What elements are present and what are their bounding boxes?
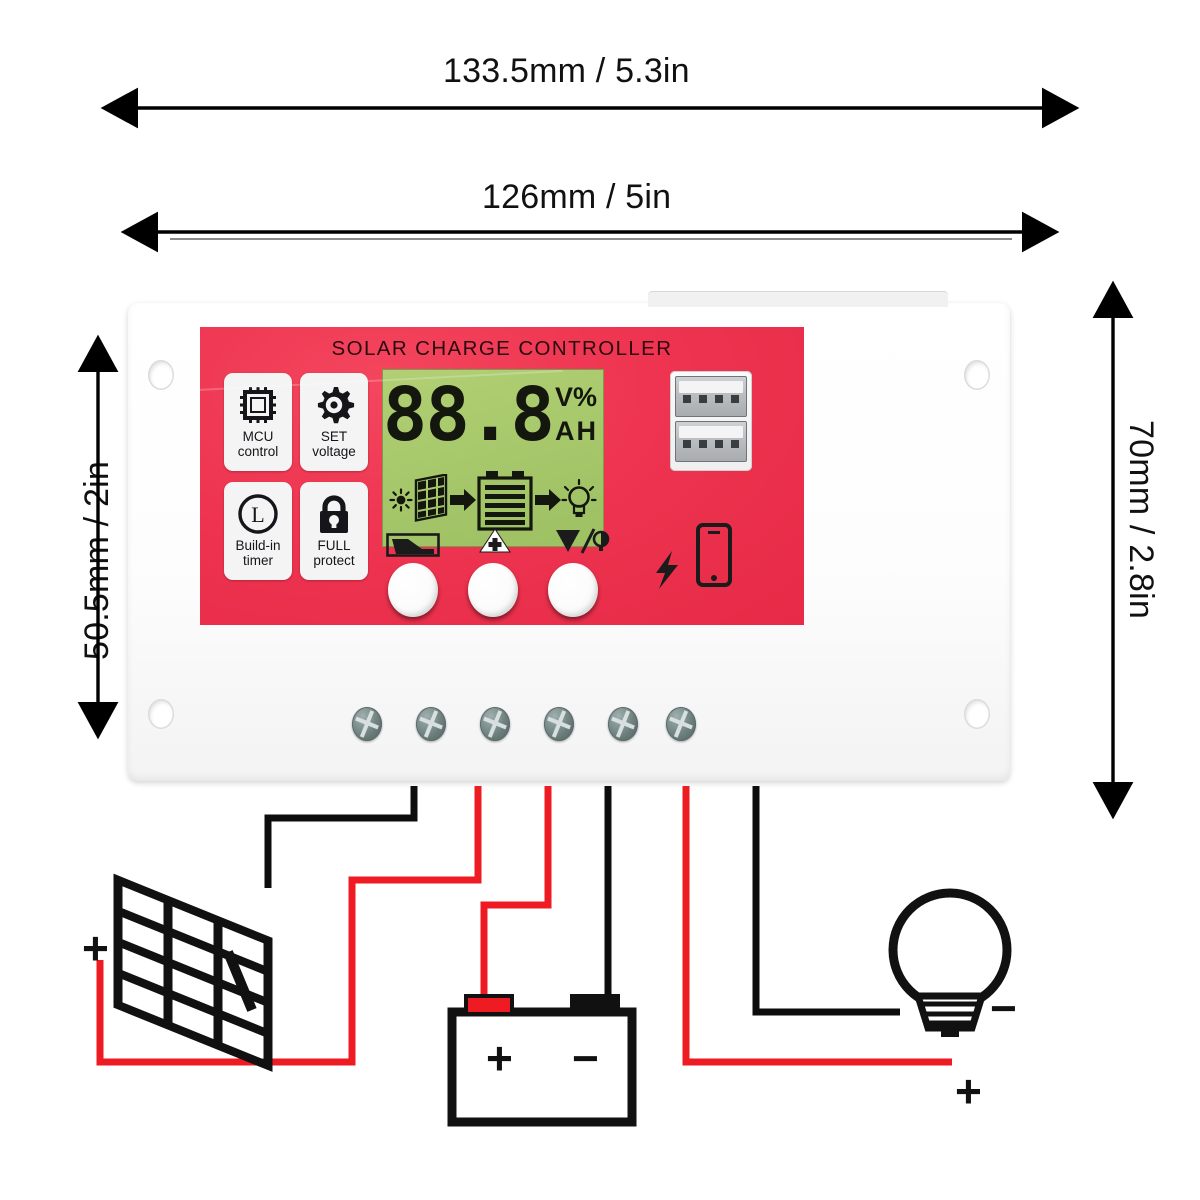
terminal-block — [200, 625, 804, 757]
dimension-arrow-inner-width — [120, 211, 1060, 253]
lamp-plus-symbol: + — [955, 1065, 982, 1117]
shell-top-notch — [648, 291, 948, 307]
lock-icon — [314, 489, 354, 539]
wiring-harness — [96, 786, 952, 1066]
battery-symbol — [447, 994, 637, 1127]
dual-usb-ports[interactable] — [670, 371, 752, 471]
lcd-digit-area: 88.8 — [383, 376, 555, 454]
feature-badge-mcu-control: MCU control — [224, 373, 292, 471]
menu-select-button[interactable] — [388, 563, 438, 617]
feature-badge-buildin-timer: L Build-in timer — [224, 482, 292, 580]
feature-badge-full-protect: FULL protect — [300, 482, 368, 580]
arrow-right-icon — [534, 488, 561, 516]
lcd-flow-diagram — [389, 462, 597, 542]
gear-icon — [313, 380, 355, 430]
wire-pv-positive — [96, 786, 482, 1066]
dimension-label-inner-width: 126mm / 5in — [482, 178, 672, 216]
lcd-display: 88.8 V% AH — [382, 369, 604, 547]
badge-label-line1: SET — [320, 429, 348, 444]
usb-port-top[interactable] — [675, 376, 747, 417]
battery-plus-symbol: + — [486, 1032, 513, 1084]
arrow-right-icon — [449, 488, 476, 516]
svg-text:L: L — [251, 502, 264, 527]
feature-badge-set-voltage: SET voltage — [300, 373, 368, 471]
badge-label-line2: timer — [243, 552, 273, 568]
clock-icon: L — [236, 489, 280, 539]
dimension-label-outer-width: 133.5mm / 5.3in — [443, 52, 690, 90]
usb-port-bottom[interactable] — [675, 421, 747, 462]
terminal-screw[interactable] — [666, 707, 696, 741]
terminal-screw[interactable] — [544, 707, 574, 741]
front-panel: SOLAR CHARGE CONTROLLER M — [200, 327, 804, 625]
wire-battery-positive — [480, 786, 552, 1000]
usb-tongue — [679, 426, 743, 438]
mcu-chip-icon — [237, 380, 279, 430]
mounting-hole-top-left — [148, 360, 174, 390]
lcd-value: 88.8 — [382, 372, 555, 458]
solar-panel-icon — [413, 472, 449, 531]
lightbulb-icon — [561, 478, 597, 527]
boxed-arrow-icon — [386, 533, 440, 562]
lcd-unit-top: V% — [555, 382, 598, 412]
triangle-down-bulb-icon — [554, 525, 610, 562]
terminal-screw[interactable] — [352, 707, 382, 741]
wire-load-negative — [752, 786, 900, 1016]
lcd-unit-bottom: AH — [555, 416, 598, 446]
solar-charge-controller-device: SOLAR CHARGE CONTROLLER M — [128, 291, 1010, 781]
badge-label-line2: protect — [313, 552, 355, 568]
mounting-hole-bottom-right — [964, 699, 990, 729]
triangle-up-plus-icon — [478, 527, 512, 560]
dimension-label-left-height: 50.5mm / 2in — [78, 461, 116, 660]
terminal-screw[interactable] — [480, 707, 510, 741]
badge-label-line2: voltage — [312, 443, 356, 459]
lamp-minus-symbol: − — [990, 982, 1017, 1034]
smartphone-icon — [696, 523, 732, 592]
battery-minus-symbol: − — [572, 1032, 599, 1084]
solar-plus-symbol: + — [82, 922, 109, 974]
up-increase-button[interactable] — [468, 563, 518, 617]
page-title: SOLAR CHARGE CONTROLLER — [331, 337, 673, 360]
lightning-bolt-icon — [652, 549, 682, 596]
usb-pins — [683, 440, 739, 448]
dimension-label-right-height: 70mm / 2.8in — [1122, 420, 1160, 619]
usb-pins — [683, 395, 739, 403]
terminal-screw[interactable] — [416, 707, 446, 741]
wire-load-positive — [682, 786, 952, 1066]
badge-label-line2: control — [237, 443, 279, 459]
mounting-hole-bottom-left — [148, 699, 174, 729]
sun-icon — [389, 487, 413, 517]
usb-tongue — [679, 381, 743, 393]
battery-icon — [476, 469, 534, 536]
wire-pv-negative — [264, 786, 418, 888]
solar-panel-symbol — [113, 873, 273, 1072]
lcd-units: V% AH — [555, 380, 603, 448]
terminal-screw[interactable] — [608, 707, 638, 741]
mounting-hole-top-right — [964, 360, 990, 390]
badge-label-line1: Build-in — [235, 538, 281, 553]
down-load-button[interactable] — [548, 563, 598, 617]
badge-label-line1: MCU — [242, 429, 274, 444]
badge-label-line1: FULL — [317, 538, 351, 553]
